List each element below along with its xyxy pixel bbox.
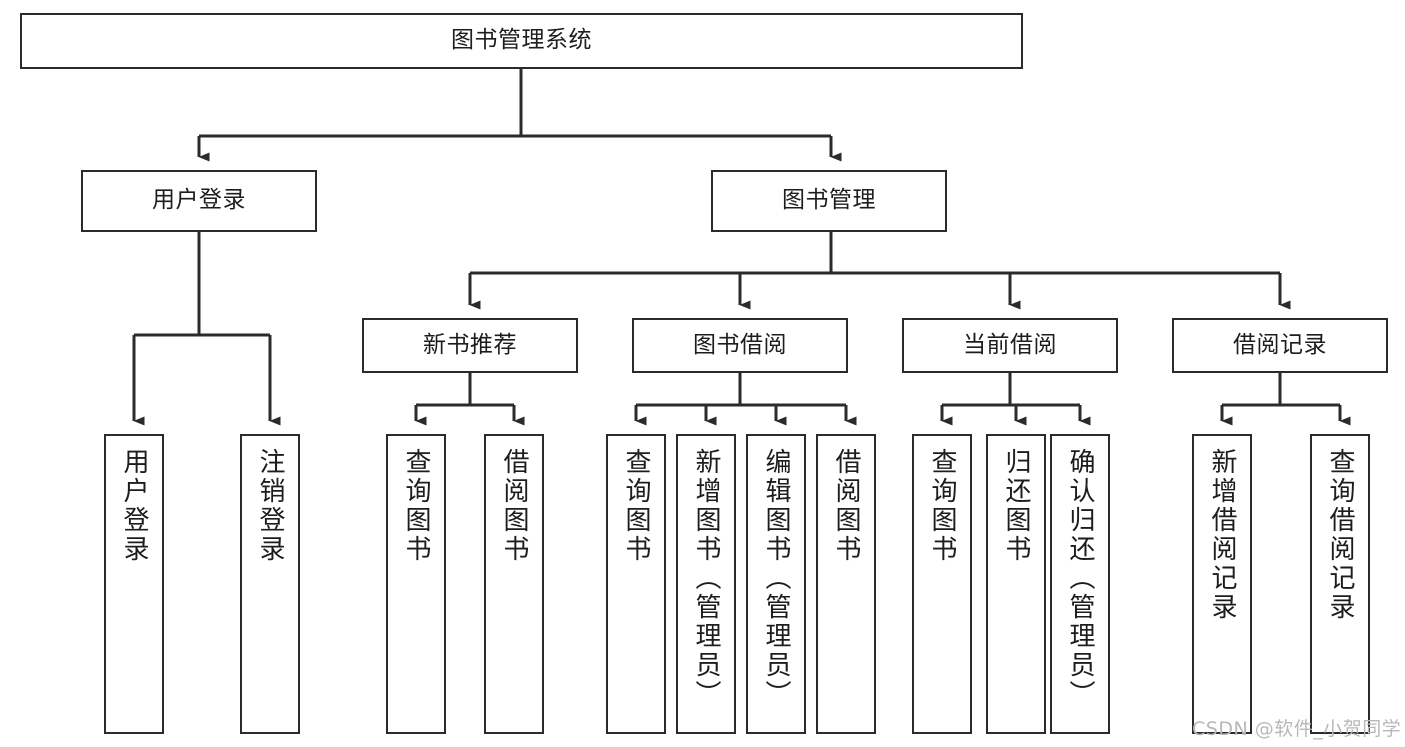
node-book-borrow-label: 图书借阅 [693,331,787,358]
leaf-return-book[interactable]: 归还图书 [986,434,1046,734]
node-book-manage[interactable]: 图书管理 [711,170,947,232]
node-borrow-record[interactable]: 借阅记录 [1172,318,1388,373]
leaf-query-record[interactable]: 查询借阅记录 [1310,434,1370,734]
leaf-add-record-label: 新增借阅记录 [1207,448,1237,622]
leaf-user-login-label: 用户登录 [119,448,149,564]
node-borrow-record-label: 借阅记录 [1233,331,1327,358]
node-book-borrow[interactable]: 图书借阅 [632,318,848,373]
node-new-book-rec-label: 新书推荐 [423,331,517,358]
leaf-add-book-label: 新增图书（管理员） [691,448,721,709]
leaf-borrow-book-2-label: 借阅图书 [831,448,861,564]
leaf-query-book-2[interactable]: 查询图书 [606,434,666,734]
leaf-query-book-1[interactable]: 查询图书 [386,434,446,734]
leaf-return-book-label: 归还图书 [1001,448,1031,564]
leaf-query-book-3[interactable]: 查询图书 [912,434,972,734]
leaf-user-login[interactable]: 用户登录 [104,434,164,734]
leaf-confirm-return-label: 确认归还（管理员） [1065,448,1095,709]
leaf-confirm-return[interactable]: 确认归还（管理员） [1050,434,1110,734]
leaf-query-book-3-label: 查询图书 [927,448,957,564]
node-current-borrow[interactable]: 当前借阅 [902,318,1118,373]
leaf-query-book-1-label: 查询图书 [401,448,431,564]
node-book-manage-label: 图书管理 [782,187,876,214]
node-root[interactable]: 图书管理系统 [20,13,1023,69]
leaf-logout-label: 注销登录 [255,448,285,564]
node-user-login[interactable]: 用户登录 [81,170,317,232]
node-root-label: 图书管理系统 [451,27,592,54]
leaf-borrow-book-1-label: 借阅图书 [499,448,529,564]
leaf-logout[interactable]: 注销登录 [240,434,300,734]
node-current-borrow-label: 当前借阅 [963,331,1057,358]
leaf-edit-book-label: 编辑图书（管理员） [761,448,791,709]
leaf-edit-book[interactable]: 编辑图书（管理员） [746,434,806,734]
leaf-add-book[interactable]: 新增图书（管理员） [676,434,736,734]
csdn-watermark: CSDN @软件_小贺同学 [1192,718,1402,740]
leaf-borrow-book-2[interactable]: 借阅图书 [816,434,876,734]
leaf-query-book-2-label: 查询图书 [621,448,651,564]
leaf-add-record[interactable]: 新增借阅记录 [1192,434,1252,734]
node-user-login-label: 用户登录 [152,187,246,214]
leaf-borrow-book-1[interactable]: 借阅图书 [484,434,544,734]
node-new-book-rec[interactable]: 新书推荐 [362,318,578,373]
leaf-query-record-label: 查询借阅记录 [1325,448,1355,622]
